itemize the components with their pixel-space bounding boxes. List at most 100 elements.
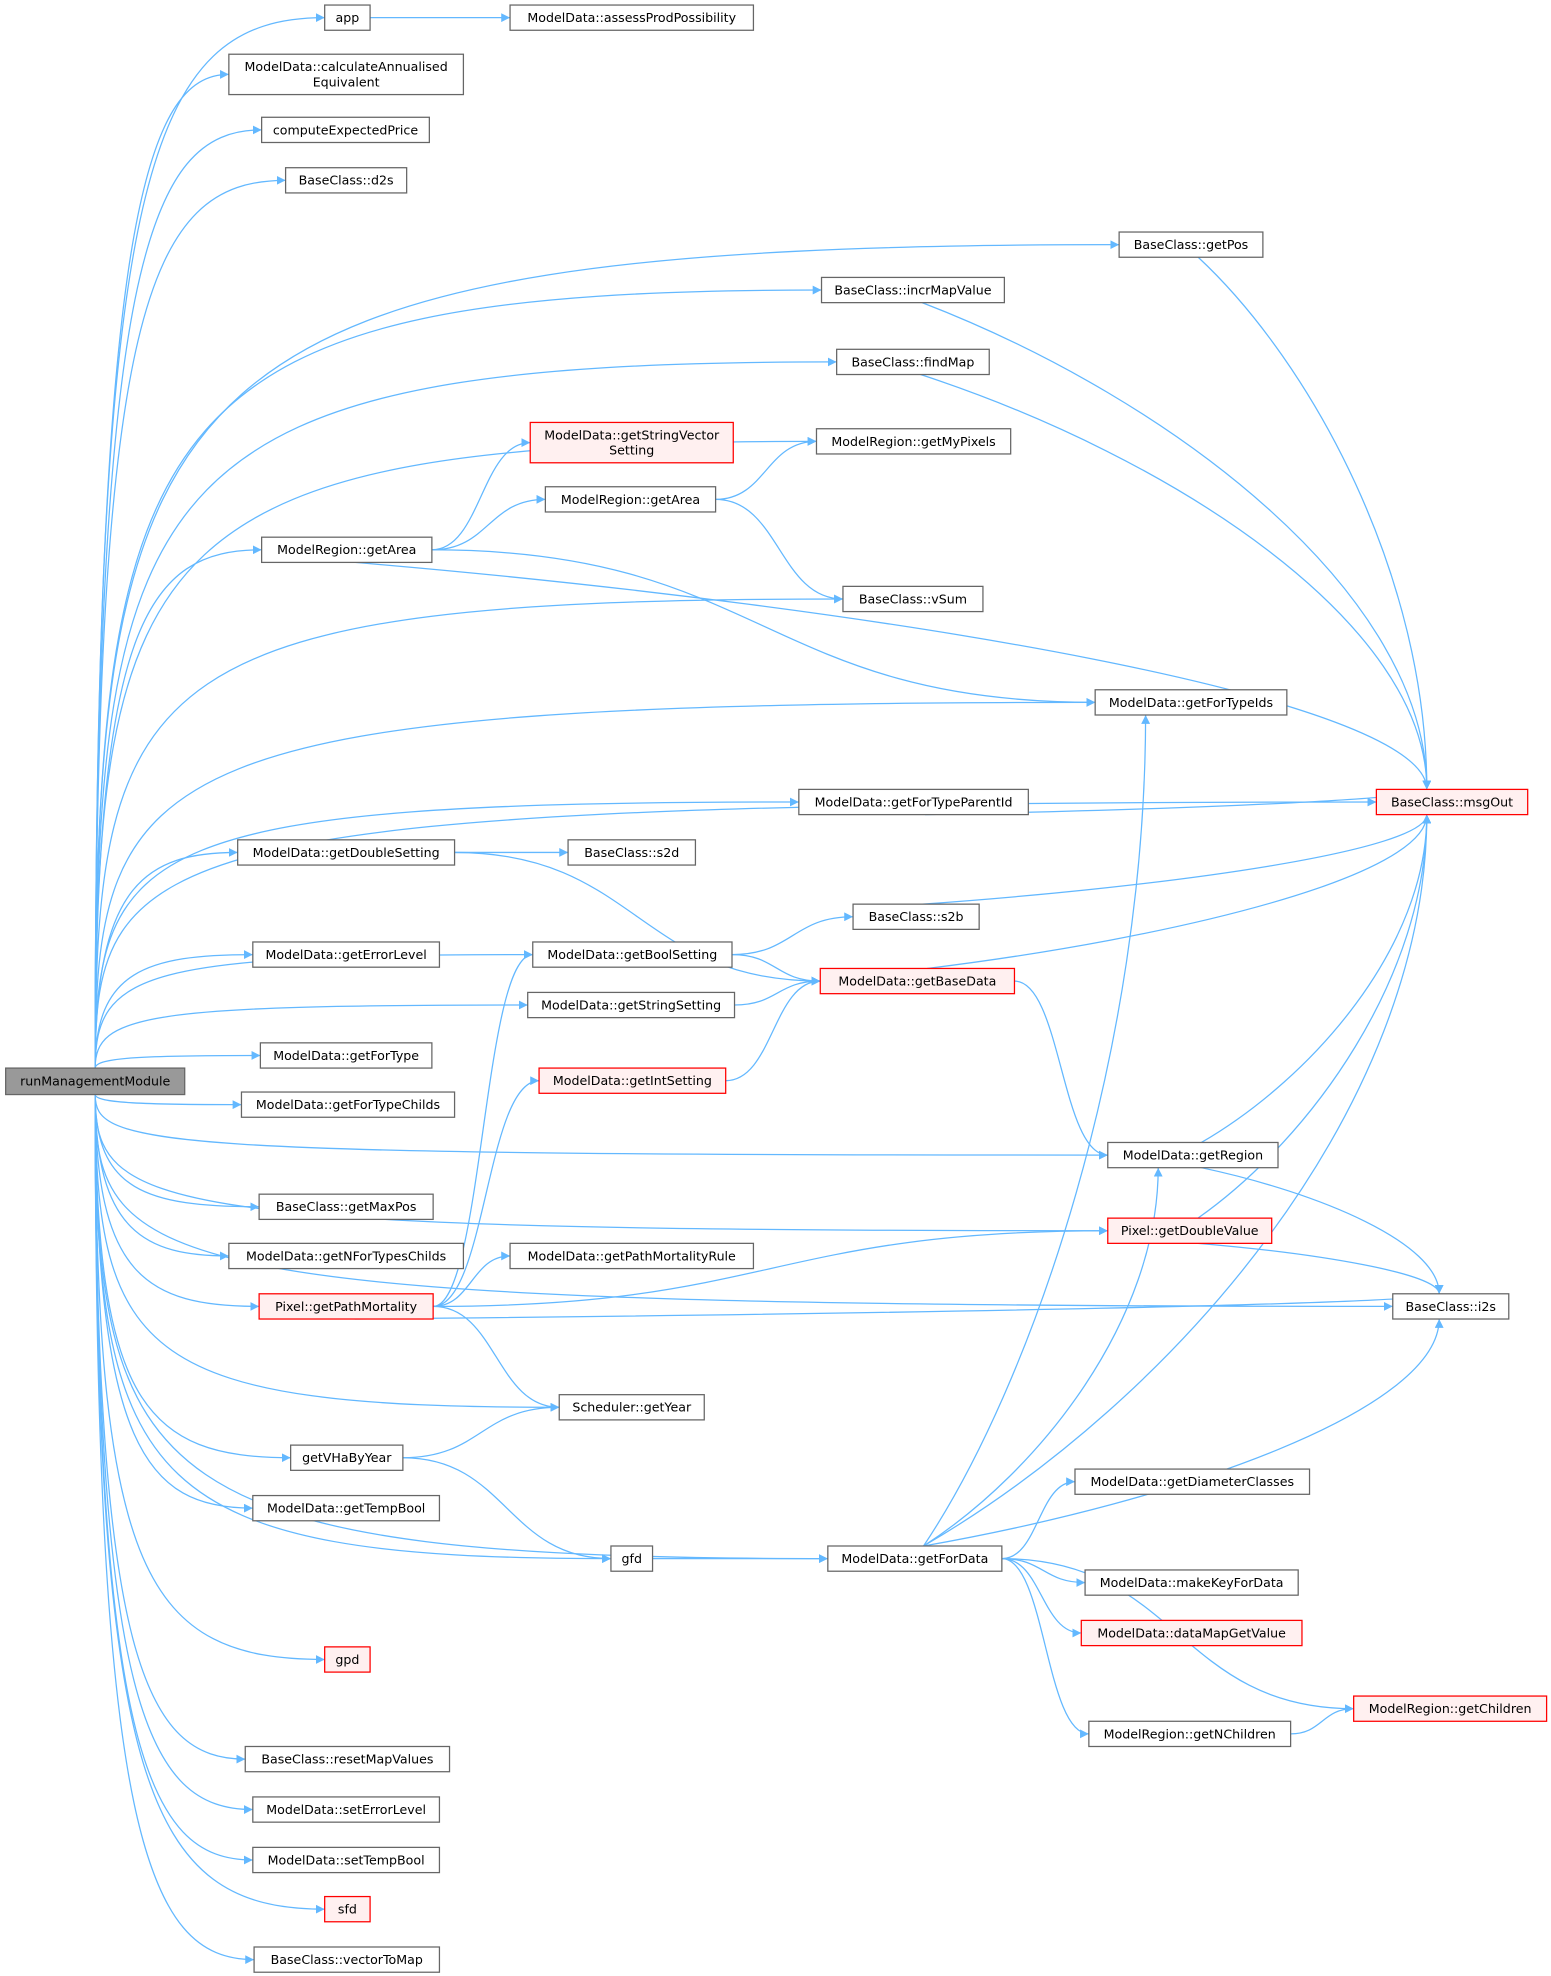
node-modeldata-getstringsetting[interactable]: ModelData::getStringSetting — [527, 991, 736, 1019]
node-baseclass-s2d[interactable]: BaseClass::s2d — [567, 839, 697, 866]
node-box[interactable] — [258, 1293, 434, 1320]
node-box[interactable] — [529, 421, 734, 464]
node-box[interactable] — [253, 1946, 441, 1973]
node-box[interactable] — [819, 967, 1016, 995]
node-box[interactable] — [558, 1394, 705, 1421]
node-baseclass-incrmapvalue[interactable]: BaseClass::incrMapValue — [820, 276, 1006, 304]
node-modeldata-gettempbool[interactable]: ModelData::getTempBool — [252, 1494, 441, 1522]
node-baseclass-vsum[interactable]: BaseClass::vSum — [842, 585, 984, 613]
node-box[interactable] — [324, 1646, 371, 1673]
node-baseclass-d2s[interactable]: BaseClass::d2s — [284, 167, 408, 194]
node-modeldata-getnfortypeschilds[interactable]: ModelData::getNForTypesChilds — [228, 1242, 465, 1270]
node-box[interactable] — [610, 1545, 654, 1572]
node-sfd[interactable]: sfd — [324, 1895, 371, 1923]
node-box[interactable] — [842, 585, 984, 613]
node-box[interactable] — [228, 1242, 465, 1270]
node-box[interactable] — [5, 1067, 186, 1096]
node-modelregion-getmypixels[interactable]: ModelRegion::getMyPixels — [815, 428, 1012, 455]
node-box[interactable] — [1094, 689, 1288, 716]
node-gfd[interactable]: gfd — [610, 1545, 654, 1572]
node-baseclass-getpos[interactable]: BaseClass::getPos — [1118, 231, 1264, 258]
node-box[interactable] — [1107, 1217, 1273, 1244]
node-box[interactable] — [1353, 1695, 1548, 1722]
node-modeldata-settempbool[interactable]: ModelData::setTempBool — [252, 1846, 441, 1874]
node-box[interactable] — [261, 116, 430, 144]
node-baseclass-getmaxpos[interactable]: BaseClass::getMaxPos — [258, 1193, 434, 1221]
node-box[interactable] — [237, 839, 456, 866]
node-box[interactable] — [544, 486, 717, 513]
node-box[interactable] — [1392, 1293, 1510, 1320]
node-modeldata-getregion[interactable]: ModelData::getRegion — [1107, 1141, 1279, 1169]
node-getvhabyyear[interactable]: getVHaByYear — [290, 1444, 404, 1471]
node-pixel-getdoublevalue[interactable]: Pixel::getDoubleValue — [1107, 1217, 1273, 1244]
node-box[interactable] — [252, 1796, 441, 1823]
node-box[interactable] — [827, 1545, 1003, 1572]
node-box[interactable] — [509, 4, 755, 31]
node-box[interactable] — [244, 1745, 451, 1773]
node-box[interactable] — [509, 1242, 755, 1270]
node-modeldata-getdiameterclasses[interactable]: ModelData::getDiameterClasses — [1074, 1468, 1311, 1495]
node-box[interactable] — [852, 903, 980, 930]
node-box[interactable] — [1118, 231, 1264, 258]
node-box[interactable] — [1080, 1619, 1303, 1647]
node-runmanagementmodule[interactable]: runManagementModule — [5, 1067, 186, 1096]
node-gpd[interactable]: gpd — [324, 1646, 371, 1673]
node-box[interactable] — [284, 167, 408, 194]
node-box[interactable] — [290, 1444, 404, 1471]
node-modelregion-getarea[interactable]: ModelRegion::getArea — [261, 536, 433, 564]
node-modeldata-seterrorlevel[interactable]: ModelData::setErrorLevel — [252, 1796, 441, 1823]
node-modeldata-getfortypeparentid[interactable]: ModelData::getForTypeParentId — [798, 788, 1029, 816]
node-box[interactable] — [1088, 1720, 1292, 1748]
node-box[interactable] — [228, 53, 465, 96]
node-modeldata-datamapgetvalue[interactable]: ModelData::dataMapGetValue — [1080, 1619, 1303, 1647]
node-box[interactable] — [240, 1091, 456, 1118]
node-modeldata-getbasedata[interactable]: ModelData::getBaseData — [819, 967, 1016, 995]
node-box[interactable] — [1074, 1468, 1311, 1495]
node-baseclass-vectortomap[interactable]: BaseClass::vectorToMap — [253, 1946, 441, 1973]
node-baseclass-i2s[interactable]: BaseClass::i2s — [1392, 1293, 1510, 1320]
node-modeldata-getintsetting[interactable]: ModelData::getIntSetting — [538, 1067, 727, 1094]
node-box[interactable] — [538, 1067, 727, 1094]
node-box[interactable] — [1107, 1141, 1279, 1169]
node-modeldata-makekeyfordata[interactable]: ModelData::makeKeyForData — [1084, 1569, 1299, 1596]
node-box[interactable] — [567, 839, 697, 866]
node-box[interactable] — [324, 1895, 371, 1923]
node-baseclass-findmap[interactable]: BaseClass::findMap — [836, 348, 990, 376]
node-modelregion-getnchildren[interactable]: ModelRegion::getNChildren — [1088, 1720, 1292, 1748]
node-box[interactable] — [252, 1846, 441, 1874]
node-baseclass-msgout[interactable]: BaseClass::msgOut — [1375, 788, 1529, 816]
node-modeldata-geterrorlevel[interactable]: ModelData::getErrorLevel — [252, 941, 441, 968]
node-box[interactable] — [258, 1193, 434, 1221]
node-scheduler-getyear[interactable]: Scheduler::getYear — [558, 1394, 705, 1421]
node-modeldata-getpathmortalityrule[interactable]: ModelData::getPathMortalityRule — [509, 1242, 755, 1270]
node-box[interactable] — [252, 941, 441, 968]
node-box[interactable] — [836, 348, 990, 376]
node-modeldata-getfortypechilds[interactable]: ModelData::getForTypeChilds — [240, 1091, 456, 1118]
node-modeldata-getfortypeids[interactable]: ModelData::getForTypeIds — [1094, 689, 1288, 716]
node-box[interactable] — [815, 428, 1012, 455]
node-box[interactable] — [1084, 1569, 1299, 1596]
node-modelregion-getarea[interactable]: ModelRegion::getArea — [544, 486, 717, 513]
node-modeldata-assessprodpossibility[interactable]: ModelData::assessProdPossibility — [509, 4, 755, 31]
node-app[interactable]: app — [324, 4, 371, 31]
node-modeldata-getfortype[interactable]: ModelData::getForType — [259, 1042, 433, 1069]
node-box[interactable] — [324, 4, 371, 31]
node-pixel-getpathmortality[interactable]: Pixel::getPathMortality — [258, 1293, 434, 1320]
node-box[interactable] — [798, 788, 1029, 816]
node-baseclass-resetmapvalues[interactable]: BaseClass::resetMapValues — [244, 1745, 451, 1773]
node-box[interactable] — [532, 941, 733, 968]
node-modeldata-getfordata[interactable]: ModelData::getForData — [827, 1545, 1003, 1572]
node-box[interactable] — [820, 276, 1006, 304]
node-computeexpectedprice[interactable]: computeExpectedPrice — [261, 116, 430, 144]
node-box[interactable] — [261, 536, 433, 564]
node-modeldata-getdoublesetting[interactable]: ModelData::getDoubleSetting — [237, 839, 456, 866]
node-modelregion-getchildren[interactable]: ModelRegion::getChildren — [1353, 1695, 1548, 1722]
node-box[interactable] — [259, 1042, 433, 1069]
node-modeldata-getboolsetting[interactable]: ModelData::getBoolSetting — [532, 941, 733, 968]
node-box[interactable] — [252, 1494, 441, 1522]
node-box[interactable] — [1375, 788, 1529, 816]
node-baseclass-s2b[interactable]: BaseClass::s2b — [852, 903, 980, 930]
node-box[interactable] — [527, 991, 736, 1019]
